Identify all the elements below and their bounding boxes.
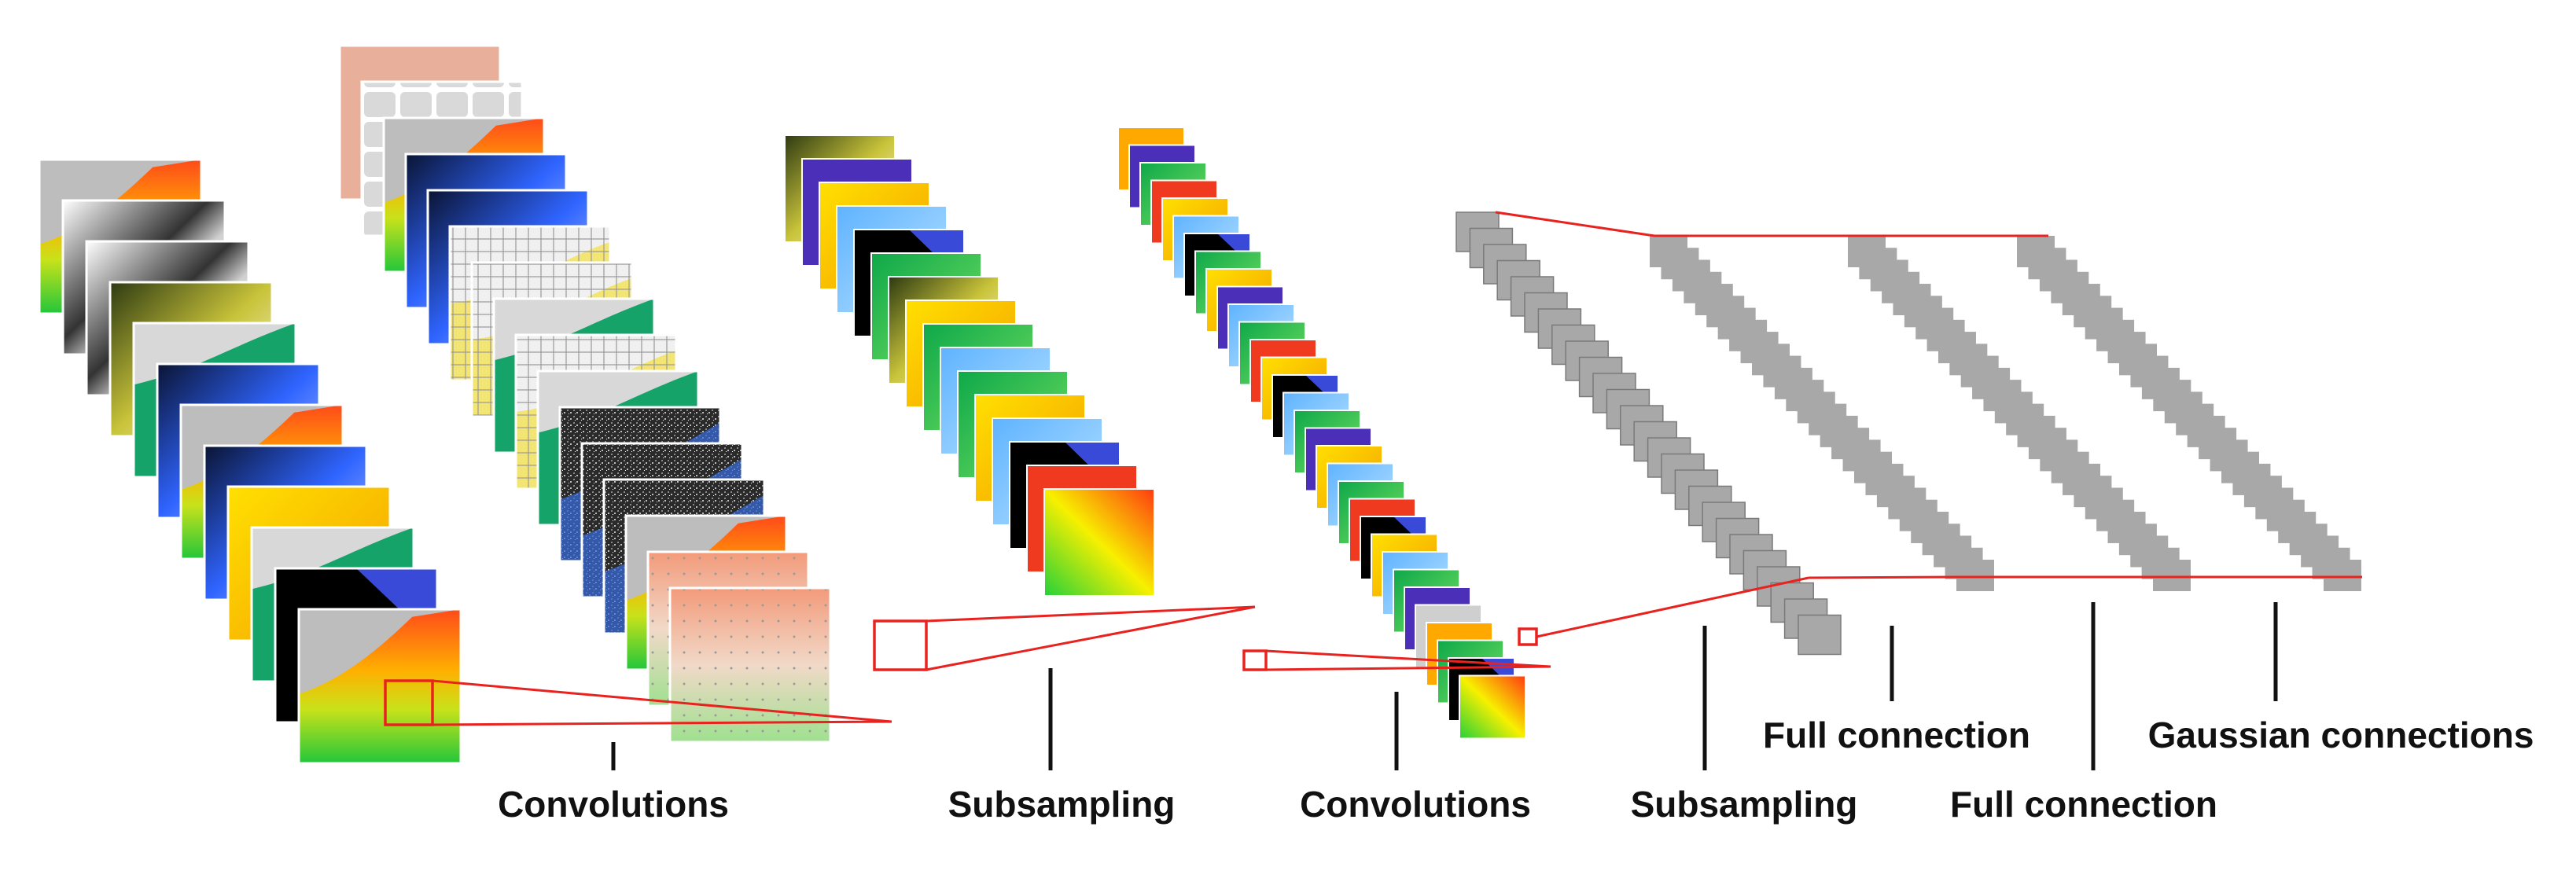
feature-map-stack-s2 xyxy=(338,44,832,744)
f5-layer xyxy=(1650,236,1994,591)
stage-label-convolutions-2: Convolutions xyxy=(1300,784,1531,825)
f6-layer xyxy=(1848,236,2191,591)
c3-feature-map-16 xyxy=(1043,488,1155,597)
stage-label-gaussian-connections: Gaussian connections xyxy=(2147,715,2534,755)
s3-connector-top xyxy=(1265,649,1551,668)
c1-receptive-field xyxy=(384,679,434,726)
receptive-field-connectors xyxy=(384,211,2362,726)
output-layer xyxy=(2017,236,2361,591)
stage-label-full-connection-2: Full connection xyxy=(1950,784,2217,825)
stage-tick-marks xyxy=(611,602,2278,770)
s4-unit-column xyxy=(1455,211,1842,656)
s4-unit xyxy=(1798,614,1842,656)
s2-feature-map-16 xyxy=(668,586,832,744)
s4-feature-map-32 xyxy=(1459,674,1526,740)
feature-map-stack-c1 xyxy=(38,158,462,765)
feature-map-stack-s4 xyxy=(1117,127,1526,740)
s3-connector-bottom xyxy=(1265,665,1551,671)
s2-connector-top xyxy=(926,605,1256,623)
feature-map-stack-c3 xyxy=(784,134,1155,597)
stage-label-convolutions-1: Convolutions xyxy=(498,784,729,825)
f5-connector-bottom xyxy=(1808,575,1957,579)
f5-connector-top xyxy=(1495,211,1655,237)
c1-connector-top xyxy=(432,679,892,723)
stage-label-full-connection-1: Full connection xyxy=(1763,715,2030,755)
fully-connected-layers xyxy=(1650,236,2361,591)
stage-label-subsampling-1: Subsampling xyxy=(948,784,1176,825)
c3-receptive-field xyxy=(1242,649,1268,671)
stage-label-subsampling-2: Subsampling xyxy=(1630,784,1858,825)
s2-receptive-field xyxy=(873,619,928,671)
c1-connector-bottom xyxy=(432,720,892,726)
s4-connector xyxy=(1536,576,1809,638)
s2-connector-bottom xyxy=(926,605,1256,671)
